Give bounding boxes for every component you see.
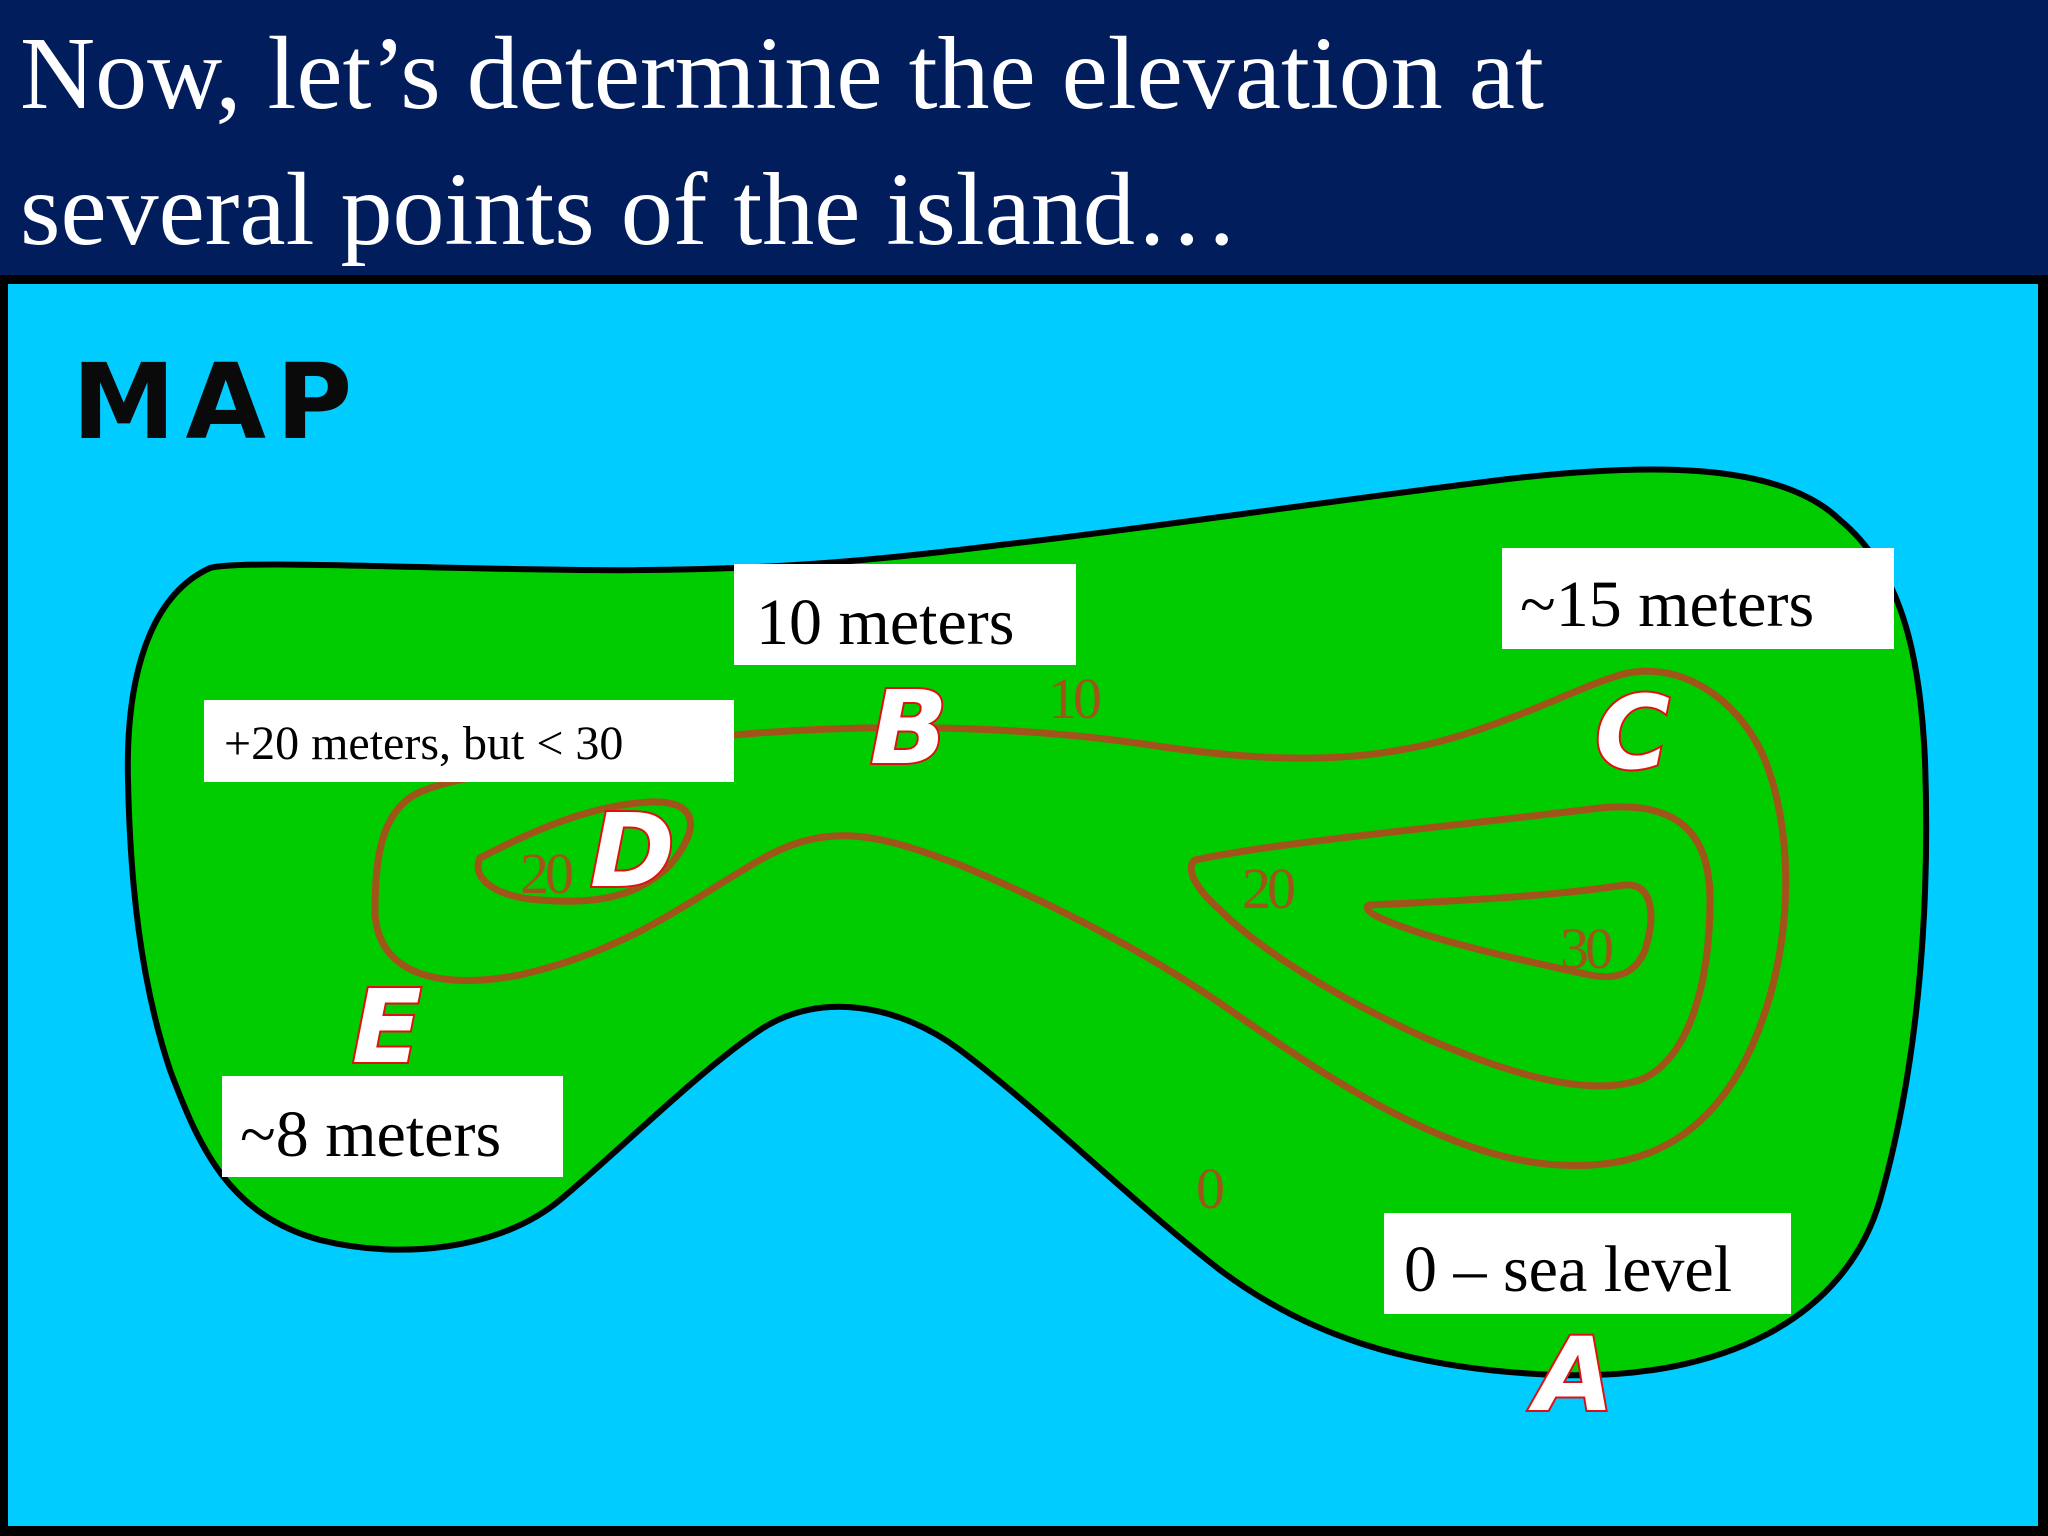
- contour-label-30: 30: [1560, 916, 1612, 981]
- callout-point-a: 0 – sea level: [1384, 1213, 1791, 1314]
- point-d-marker: D: [590, 792, 675, 911]
- map-title: MAP: [72, 341, 362, 463]
- contour-30-line: [1363, 881, 1655, 981]
- callout-point-d: +20 meters, but < 30: [204, 700, 734, 782]
- contour-20-east-line: [1187, 803, 1714, 1090]
- contour-label-20-east: 20: [1242, 856, 1294, 921]
- slide-title-line-2: several points of the island…: [20, 152, 1239, 267]
- point-c-marker: C: [1595, 674, 1670, 793]
- contour-20-west-line: [474, 798, 694, 905]
- contour-label-10: 10: [1048, 666, 1100, 731]
- title-bar: Now, let’s determine the elevation at se…: [0, 0, 2048, 275]
- callout-point-c: ~15 meters: [1502, 548, 1894, 649]
- contour-lines: [371, 667, 1790, 1170]
- point-a-marker: A: [1528, 1316, 1614, 1435]
- callout-point-e: ~8 meters: [222, 1076, 563, 1177]
- point-b-marker: B: [870, 669, 948, 788]
- callout-point-b: 10 meters: [734, 564, 1076, 665]
- contour-label-20-west: 20: [520, 841, 572, 906]
- point-e-marker: E: [352, 968, 422, 1087]
- contour-10-line: [371, 667, 1790, 1170]
- slide-title-line-1: Now, let’s determine the elevation at: [20, 16, 1544, 131]
- contour-label-0: 0: [1196, 1156, 1223, 1221]
